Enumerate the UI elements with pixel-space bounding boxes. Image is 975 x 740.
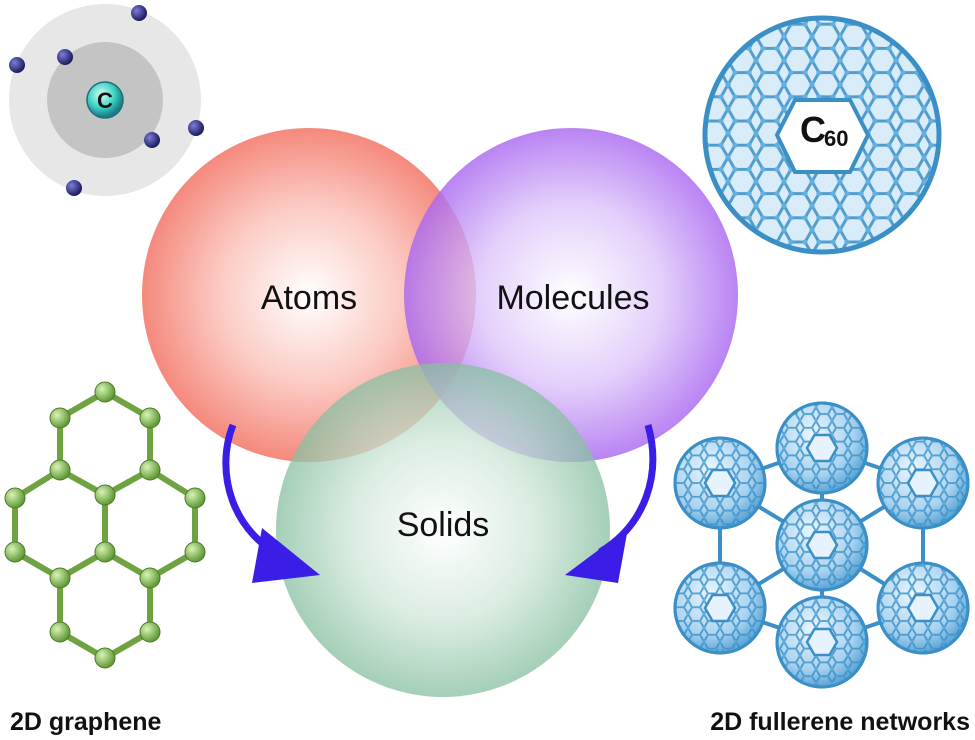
atoms-label: Atoms <box>261 279 357 317</box>
nucleus <box>86 81 124 119</box>
solids-label: Solids <box>397 506 490 544</box>
carbon-atom <box>94 647 116 669</box>
networks-caption: 2D fullerene networks <box>710 708 970 736</box>
buckyball <box>876 436 970 530</box>
carbon-atom <box>139 407 161 429</box>
electron <box>9 57 25 73</box>
carbon-atom <box>94 381 116 403</box>
carbon-atom <box>49 621 71 643</box>
electron <box>144 132 160 148</box>
carbon-atom <box>49 407 71 429</box>
arrows <box>222 423 657 583</box>
venn-diagram: Atoms Molecules Solids <box>142 128 738 697</box>
electron <box>66 180 82 196</box>
solids-circle <box>276 363 610 697</box>
buckyball <box>775 595 869 689</box>
carbon-atom <box>4 541 26 563</box>
buckyball <box>673 436 767 530</box>
carbon-atom <box>94 541 116 563</box>
fullerene-network <box>673 401 970 689</box>
carbon-atom <box>94 484 116 506</box>
arrow-head <box>565 528 628 583</box>
buckyball <box>775 498 869 592</box>
carbon-atom <box>49 567 71 589</box>
molecules-label: Molecules <box>496 279 649 317</box>
carbon-atom-illustration: C <box>9 4 204 196</box>
buckyball <box>775 401 869 495</box>
fullerene-symbol: C <box>800 109 826 150</box>
center-hexagon <box>774 98 871 174</box>
electron <box>131 5 147 21</box>
electron <box>57 49 73 65</box>
carbon-atom <box>139 459 161 481</box>
buckyball <box>876 561 970 655</box>
carbon-atom <box>139 567 161 589</box>
carbon-atom <box>49 459 71 481</box>
buckyball <box>673 561 767 655</box>
electron <box>188 120 204 136</box>
atom-symbol: C <box>97 88 113 113</box>
graphene-caption: 2D graphene <box>10 708 162 736</box>
carbon-atom <box>184 487 206 509</box>
graphene-lattice <box>4 381 206 669</box>
electrons <box>9 5 204 196</box>
carbon-atom <box>4 487 26 509</box>
arrow-head <box>252 528 320 583</box>
carbon-atom <box>184 541 206 563</box>
carbon-atom <box>139 621 161 643</box>
fullerene-subscript: 60 <box>824 126 848 151</box>
c60-fullerene-illustration: C 60 <box>702 15 942 255</box>
